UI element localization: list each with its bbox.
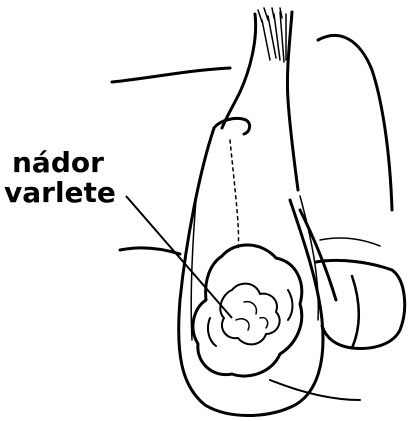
scrotum (179, 118, 323, 415)
spermatic-cord (222, 8, 298, 190)
label-line1: nádor (12, 148, 104, 178)
tumor-mass (193, 245, 302, 376)
label-line2: varlete (4, 178, 116, 208)
